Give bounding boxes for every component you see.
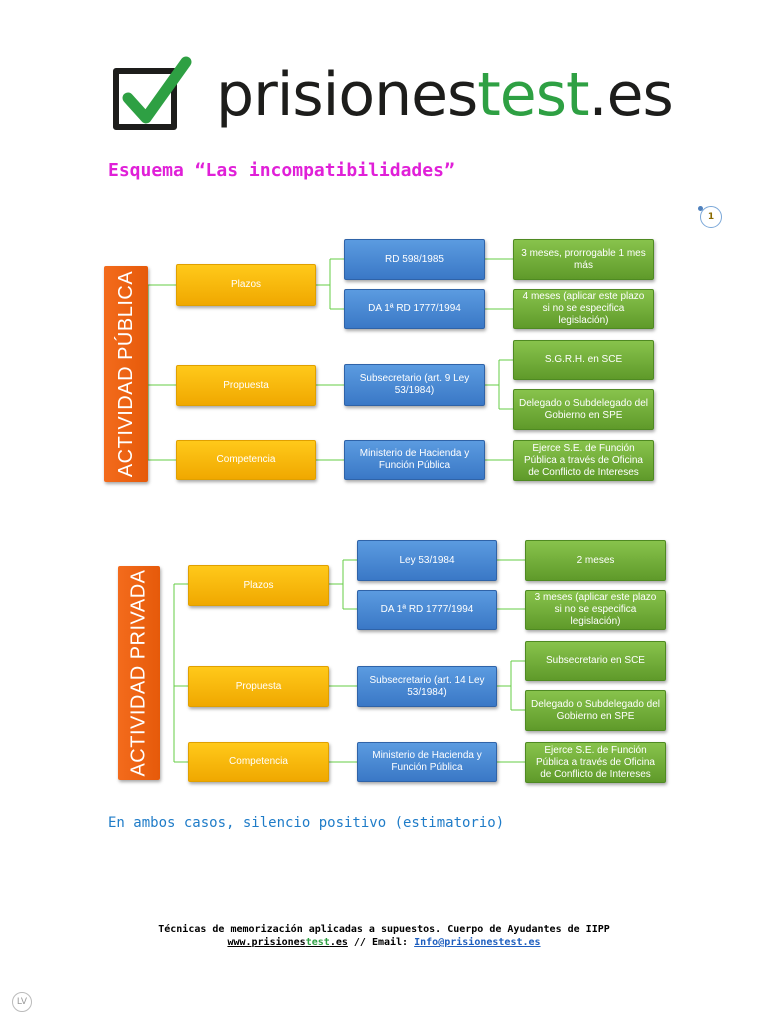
privada-plazos-box: Plazos <box>188 565 329 606</box>
publica-prop1-box: S.G.R.H. en SCE <box>513 340 654 380</box>
privada-da1-box: DA 1ª RD 1777/1994 <box>357 590 497 630</box>
publica-plazo2-box: 4 meses (aplicar este plazo si no se esp… <box>513 289 654 329</box>
privada-comp1-box: Ejerce S.E. de Función Pública a través … <box>525 742 666 783</box>
page-title: Esquema “Las incompatibilidades” <box>108 160 455 181</box>
privada-prop1-box: Subsecretario en SCE <box>525 641 666 681</box>
corner-mark: LV <box>12 992 32 1012</box>
publica-prop2-box: Delegado o Subdelegado del Gobierno en S… <box>513 389 654 430</box>
footer-separator: // Email: <box>347 937 415 948</box>
checkbox-check-icon <box>122 56 192 124</box>
publica-propuesta-box: Propuesta <box>176 365 316 406</box>
privada-subsecretario-box: Subsecretario (art. 14 Ley 53/1984) <box>357 666 497 707</box>
publica-competencia-box: Competencia <box>176 440 316 480</box>
footer-contact: www.prisionestest.es // Email: Info@pris… <box>0 937 768 948</box>
privada-prop2-box: Delegado o Subdelegado del Gobierno en S… <box>525 690 666 731</box>
logo-checkbox-icon <box>113 68 177 130</box>
website-link[interactable]: www.prisionestest.es <box>227 937 348 948</box>
actividad-privada-label: ACTIVIDAD PRIVADA <box>118 566 160 780</box>
publica-plazos-box: Plazos <box>176 264 316 306</box>
privada-plazo1-box: 2 meses <box>525 540 666 581</box>
actividad-publica-label: ACTIVIDAD PÚBLICA <box>104 266 148 482</box>
publica-plazo1-box: 3 meses, prorrogable 1 mes más <box>513 239 654 280</box>
email-link[interactable]: Info@prisionestest.es <box>414 937 541 948</box>
page-number-badge: 1 <box>700 206 722 228</box>
badge-dot <box>698 206 703 211</box>
privada-competencia-box: Competencia <box>188 742 329 782</box>
publica-da1-box: DA 1ª RD 1777/1994 <box>344 289 485 329</box>
privada-ministerio-box: Ministerio de Hacienda y Función Pública <box>357 742 497 782</box>
privada-ley53-box: Ley 53/1984 <box>357 540 497 581</box>
logo-text: prisionestest.es <box>216 60 674 130</box>
privada-propuesta-box: Propuesta <box>188 666 329 707</box>
publica-comp1-box: Ejerce S.E. de Función Pública a través … <box>513 440 654 481</box>
footer-description: Técnicas de memorización aplicadas a sup… <box>158 924 610 935</box>
privada-plazo2-box: 3 meses (aplicar este plazo si no se esp… <box>525 590 666 630</box>
publica-ministerio-box: Ministerio de Hacienda y Función Pública <box>344 440 485 480</box>
publica-rd598-box: RD 598/1985 <box>344 239 485 280</box>
silencio-note: En ambos casos, silencio positivo (estim… <box>108 815 505 831</box>
publica-subsecretario-box: Subsecretario (art. 9 Ley 53/1984) <box>344 364 485 406</box>
